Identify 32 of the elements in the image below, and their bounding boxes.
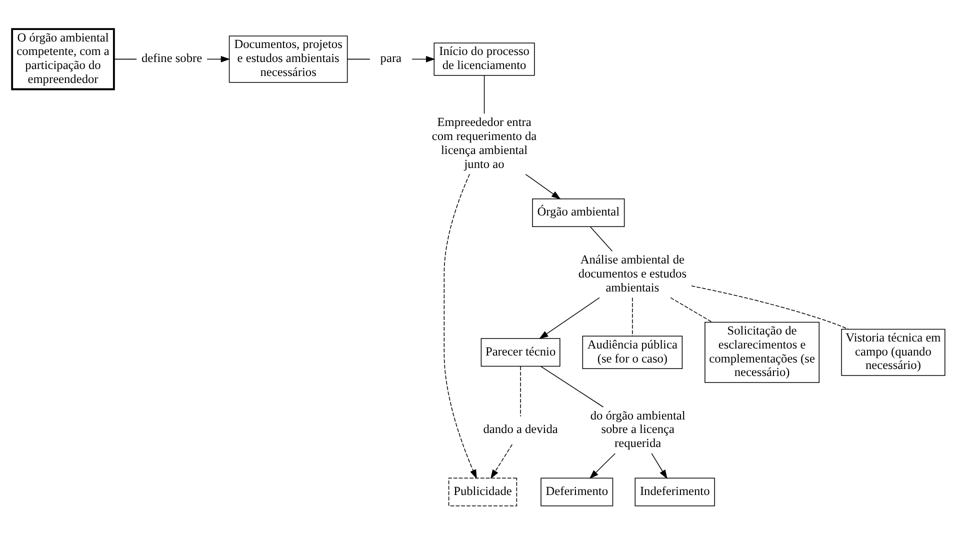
connector (670, 296, 712, 322)
arrow (650, 452, 667, 479)
arrow (443, 173, 476, 478)
node-box: Indeferimento (634, 477, 714, 506)
node-text: define sobre (141, 50, 202, 65)
arrow (588, 452, 616, 478)
arrow (524, 173, 560, 199)
arrow (538, 296, 600, 338)
arrow (206, 55, 230, 62)
node-text: para (380, 50, 402, 65)
node-box: Deferimento (540, 477, 613, 506)
node-box: Publicidade (448, 477, 517, 506)
connector (346, 58, 370, 60)
node-box: O órgão ambiental competente, com a participação do empreendedor (10, 28, 114, 90)
node-box: Audiência pública (se for o caso) (582, 335, 682, 368)
connector (590, 226, 612, 252)
node-text: do órgão ambiental sobre a licença requerida (590, 408, 685, 450)
node-box: Solicitação de esclarecimentos e complementações (se necessário) (704, 321, 820, 382)
node-box: Documentos, projetos e estudos ambientais necessários (228, 35, 348, 82)
connector (113, 58, 136, 60)
arrow (411, 55, 435, 62)
connector (540, 365, 604, 407)
connector (483, 74, 484, 114)
connector (690, 285, 848, 330)
arrow (490, 444, 512, 478)
node-box: Órgão ambiental (532, 198, 624, 226)
node-text: Análise ambiental de documentos e estudos ambientais (578, 252, 686, 294)
node-text: Empreededor entra com requerimento da licença ambiental junto ao (431, 114, 536, 170)
node-box: Início do processo de licenciamento (433, 42, 534, 76)
node-box: Vistoria técnica em campo (quando necessário) (840, 328, 945, 376)
node-text: dando a devida (482, 422, 558, 436)
node-box: Parecer técnio (480, 338, 560, 366)
